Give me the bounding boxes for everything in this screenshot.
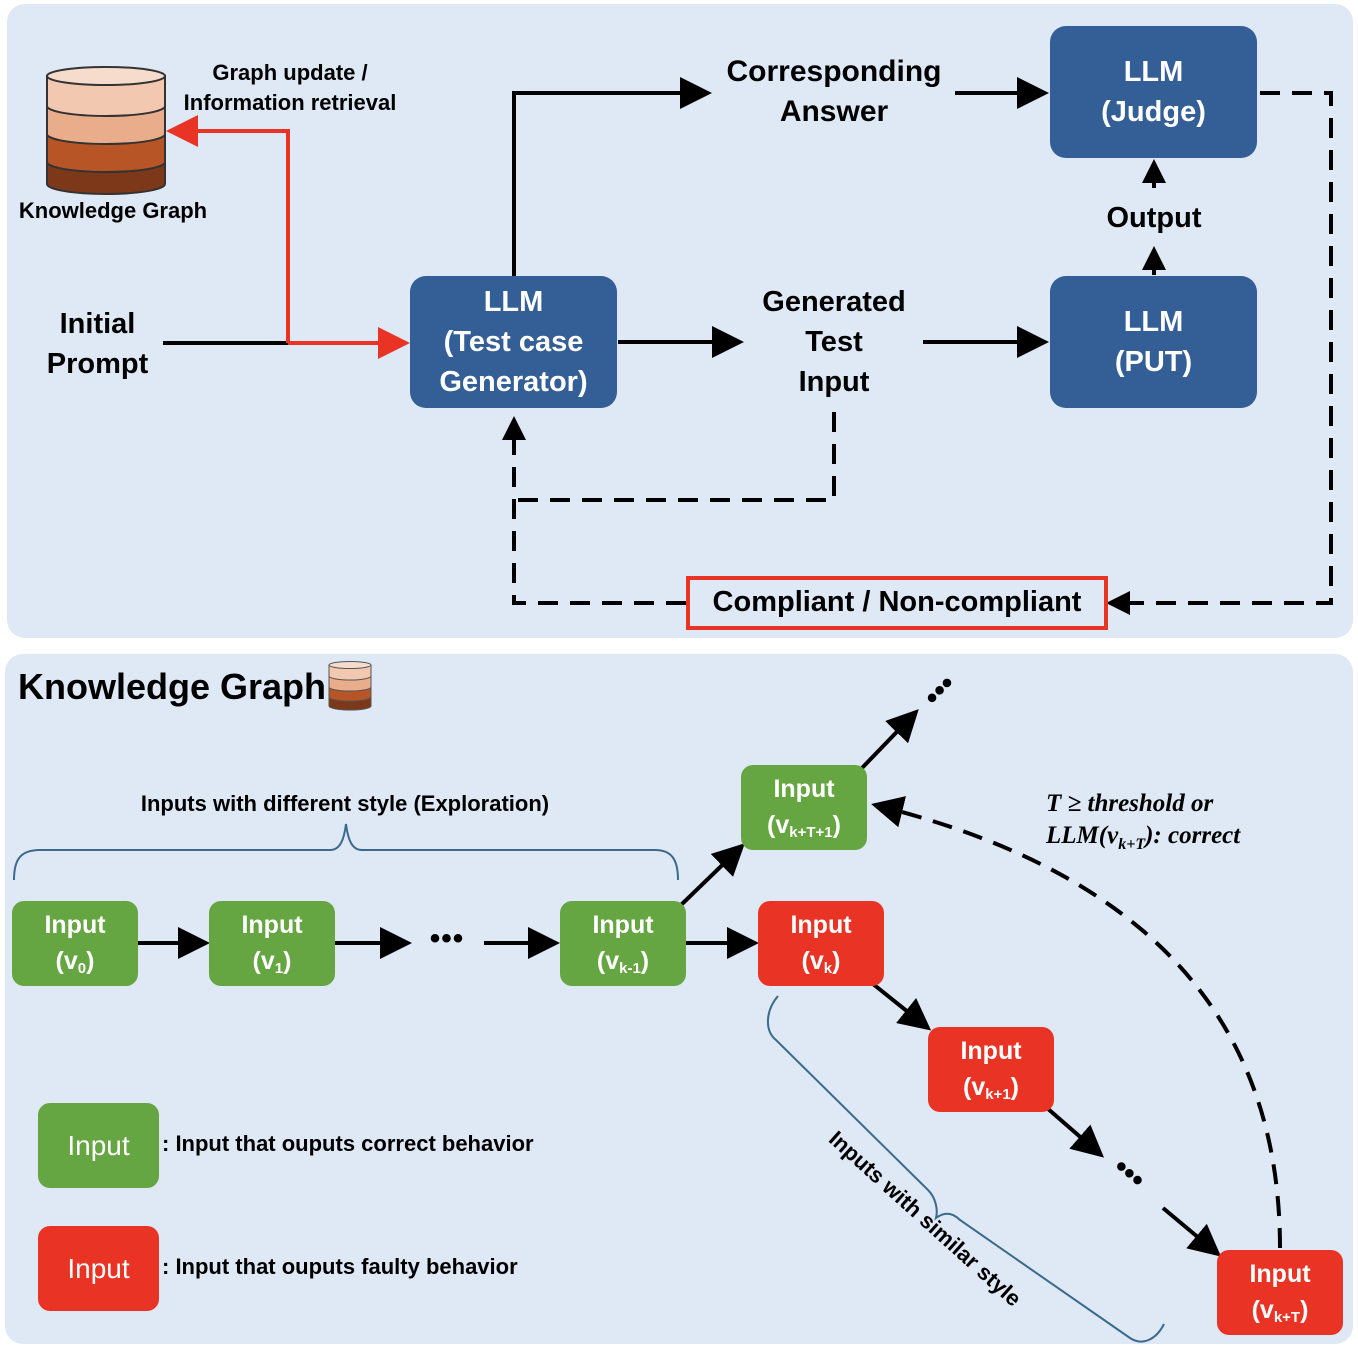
condition-var: v — [1107, 822, 1119, 849]
legend-correct-swatch: Input — [38, 1103, 159, 1188]
input-node-vkT[interactable]: Input (vk+T) — [1217, 1250, 1343, 1335]
exploration-brace — [13, 823, 679, 881]
generator-line1: LLM — [483, 285, 544, 318]
judge-line2: (Judge) — [1101, 96, 1206, 128]
knowledge-graph-panel — [5, 654, 1353, 1344]
node-var: (vk+1) — [962, 1073, 1019, 1104]
legend-swatch-label: Input — [67, 1252, 130, 1284]
threshold-condition: T ≥ threshold or LLM(vk+T): correct — [1046, 788, 1346, 861]
input-node-vkT1[interactable]: Input (vk+T+1) — [741, 765, 867, 850]
arrow-vk1-ellipsis — [1045, 1106, 1105, 1158]
arrow-vkT1-ellipsis — [860, 709, 919, 770]
initial-prompt-label: Initial Prompt — [30, 304, 165, 384]
put-line2: (PUT) — [1114, 346, 1193, 378]
generated-input-line2: Test — [805, 326, 863, 358]
ellipsis-horizontal: ••• — [429, 922, 465, 955]
knowledge-graph-title: Knowledge Graph — [18, 666, 327, 707]
generated-test-input-label: Generated Test Input — [745, 282, 923, 402]
legend-swatch-label: Input — [67, 1129, 130, 1161]
put-line1: LLM — [1123, 305, 1184, 338]
compliance-box-outline — [686, 576, 1108, 630]
arrow-vk-vk1 — [871, 982, 932, 1031]
compliance-to-generator-dashed — [502, 416, 686, 605]
node-label: Input — [960, 1037, 1022, 1065]
corresponding-answer-line1: Corresponding — [726, 55, 942, 88]
llm-judge-box[interactable]: LLM (Judge) — [1050, 26, 1257, 158]
node-var: (vk-1) — [596, 947, 650, 978]
generated-input-line1: Generated — [762, 286, 906, 318]
corresponding-answer-label: Corresponding Answer — [712, 52, 956, 132]
condition-line1: T ≥ threshold or — [1046, 790, 1214, 817]
judge-line1: LLM — [1123, 55, 1184, 88]
database-cylinder-icon — [46, 66, 166, 195]
exploration-label: Inputs with different style (Exploration… — [140, 791, 550, 816]
arrow-vk-1-vkT1 — [679, 843, 745, 907]
node-var: (vk) — [801, 947, 841, 978]
graph-update-label: Graph update / Information retrieval — [160, 58, 420, 118]
node-label: Input — [44, 911, 106, 939]
knowledge-graph-label: Knowledge Graph — [18, 198, 208, 223]
generator-to-answer-arrow — [512, 77, 712, 276]
compliance-label: Compliant / Non-compliant — [712, 586, 1082, 618]
similar-style-brace — [767, 995, 1165, 1343]
node-label: Input — [773, 775, 835, 803]
input-node-v0[interactable]: Input (v0) — [12, 901, 138, 986]
node-var: (v0) — [55, 947, 95, 978]
legend-correct-description: : Input that ouputs correct behavior — [162, 1131, 534, 1156]
legend-faulty-description: : Input that ouputs faulty behavior — [162, 1254, 518, 1279]
initial-prompt-line1: Initial — [59, 308, 136, 340]
graph-update-line2: Information retrieval — [183, 90, 397, 115]
llm-put-box[interactable]: LLM (PUT) — [1050, 276, 1257, 408]
input-node-vk1[interactable]: Input (vk+1) — [928, 1027, 1054, 1112]
node-var: (vk+T+1) — [767, 811, 841, 842]
initial-prompt-line2: Prompt — [46, 348, 149, 380]
node-label: Input — [592, 911, 654, 939]
node-label: Input — [790, 911, 852, 939]
corresponding-answer-line2: Answer — [779, 95, 889, 128]
database-cylinder-icon-small — [328, 661, 372, 711]
condition-prefix: LLM( — [1046, 822, 1108, 849]
input-node-vk[interactable]: Input (vk) — [758, 901, 884, 986]
node-label: Input — [241, 911, 303, 939]
output-label: Output — [1106, 202, 1202, 234]
input-feedback-dashed — [514, 412, 836, 502]
generator-line3: Generator) — [439, 366, 588, 398]
input-node-v1[interactable]: Input (v1) — [209, 901, 335, 986]
graph-update-arrow — [166, 115, 290, 343]
judge-feedback-dashed — [1106, 91, 1333, 615]
condition-line2: LLM(vk+T): correct — [1046, 820, 1346, 861]
graph-update-line1: Graph update / — [212, 60, 368, 85]
condition-suffix: ): correct — [1145, 822, 1241, 849]
generated-input-line3: Input — [798, 366, 870, 398]
generator-line2: (Test case — [443, 325, 584, 358]
node-var: (v1) — [252, 947, 292, 978]
legend-faulty-swatch: Input — [38, 1226, 159, 1311]
llm-generator-box[interactable]: LLM (Test case Generator) — [410, 276, 617, 408]
arrow-ellipsis-vkT — [1161, 1206, 1222, 1257]
node-var: (vk+T) — [1251, 1296, 1309, 1327]
condition-sub: k+T — [1118, 836, 1146, 853]
threshold-feedback-dashed — [871, 796, 1282, 1249]
input-node-vk-1[interactable]: Input (vk-1) — [560, 901, 686, 986]
node-label: Input — [1249, 1260, 1311, 1288]
